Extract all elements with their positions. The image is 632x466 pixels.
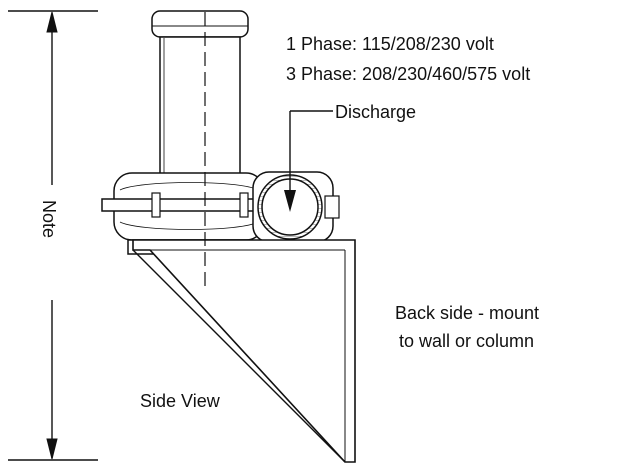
mount-label-line1: Back side - mount (395, 303, 539, 323)
mounting-bracket (132, 239, 356, 463)
note-label: Note (39, 200, 59, 238)
bolt-left (151, 192, 161, 218)
bolt-right (239, 192, 249, 218)
phase-1-label: 1 Phase: 115/208/230 volt (286, 34, 494, 54)
mount-label-line2: to wall or column (399, 331, 534, 351)
motor (151, 10, 249, 175)
discharge-outlet (252, 110, 340, 243)
phase-3-label: 3 Phase: 208/230/460/575 volt (286, 64, 530, 84)
note-dimension (8, 10, 98, 461)
arrow-down-icon (46, 438, 58, 460)
discharge-arrow-icon (284, 190, 296, 212)
arrow-up-icon (46, 11, 58, 33)
clamp-bolt (324, 195, 340, 219)
bracket-outline (132, 239, 356, 463)
side-view-label: Side View (140, 391, 221, 411)
motor-cap (151, 10, 249, 38)
motor-column (159, 36, 241, 175)
discharge-label: Discharge (335, 102, 416, 122)
